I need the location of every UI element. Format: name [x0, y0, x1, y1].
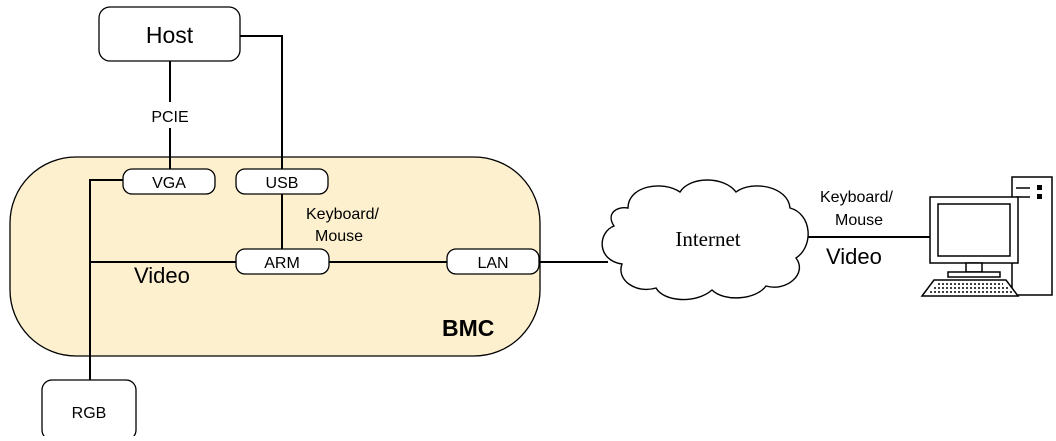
vga-to-rgb-line	[89, 179, 123, 380]
host-box	[98, 6, 241, 62]
internet-label: Internet	[675, 227, 740, 251]
host-to-usb-line	[240, 35, 283, 169]
remote-mouse-label: Mouse	[835, 212, 883, 229]
lan-port-label: LAN	[477, 255, 508, 272]
arm-port-label: ARM	[264, 255, 300, 272]
connection-lines	[89, 35, 930, 380]
usb-port-label: USB	[266, 175, 299, 192]
vga-port	[122, 168, 216, 195]
bmc-mouse-label: Mouse	[315, 228, 363, 245]
internet-cloud-icon	[601, 179, 809, 301]
bmc-label: BMC	[442, 315, 494, 341]
rgb-label: RGB	[72, 405, 107, 422]
lan-port	[446, 248, 540, 275]
remote-video-label: Video	[826, 244, 882, 269]
usb-port	[235, 168, 329, 195]
arm-port	[235, 248, 330, 275]
vga-port-label: VGA	[152, 175, 186, 192]
bmc-keyboard-label: Keyboard/	[306, 206, 379, 223]
desktop-computer-icon	[920, 176, 1053, 297]
host-label: Host	[146, 22, 194, 48]
pcie-label: PCIE	[151, 109, 188, 126]
remote-keyboard-label: Keyboard/	[820, 189, 893, 206]
bmc-video-label: Video	[134, 263, 190, 288]
